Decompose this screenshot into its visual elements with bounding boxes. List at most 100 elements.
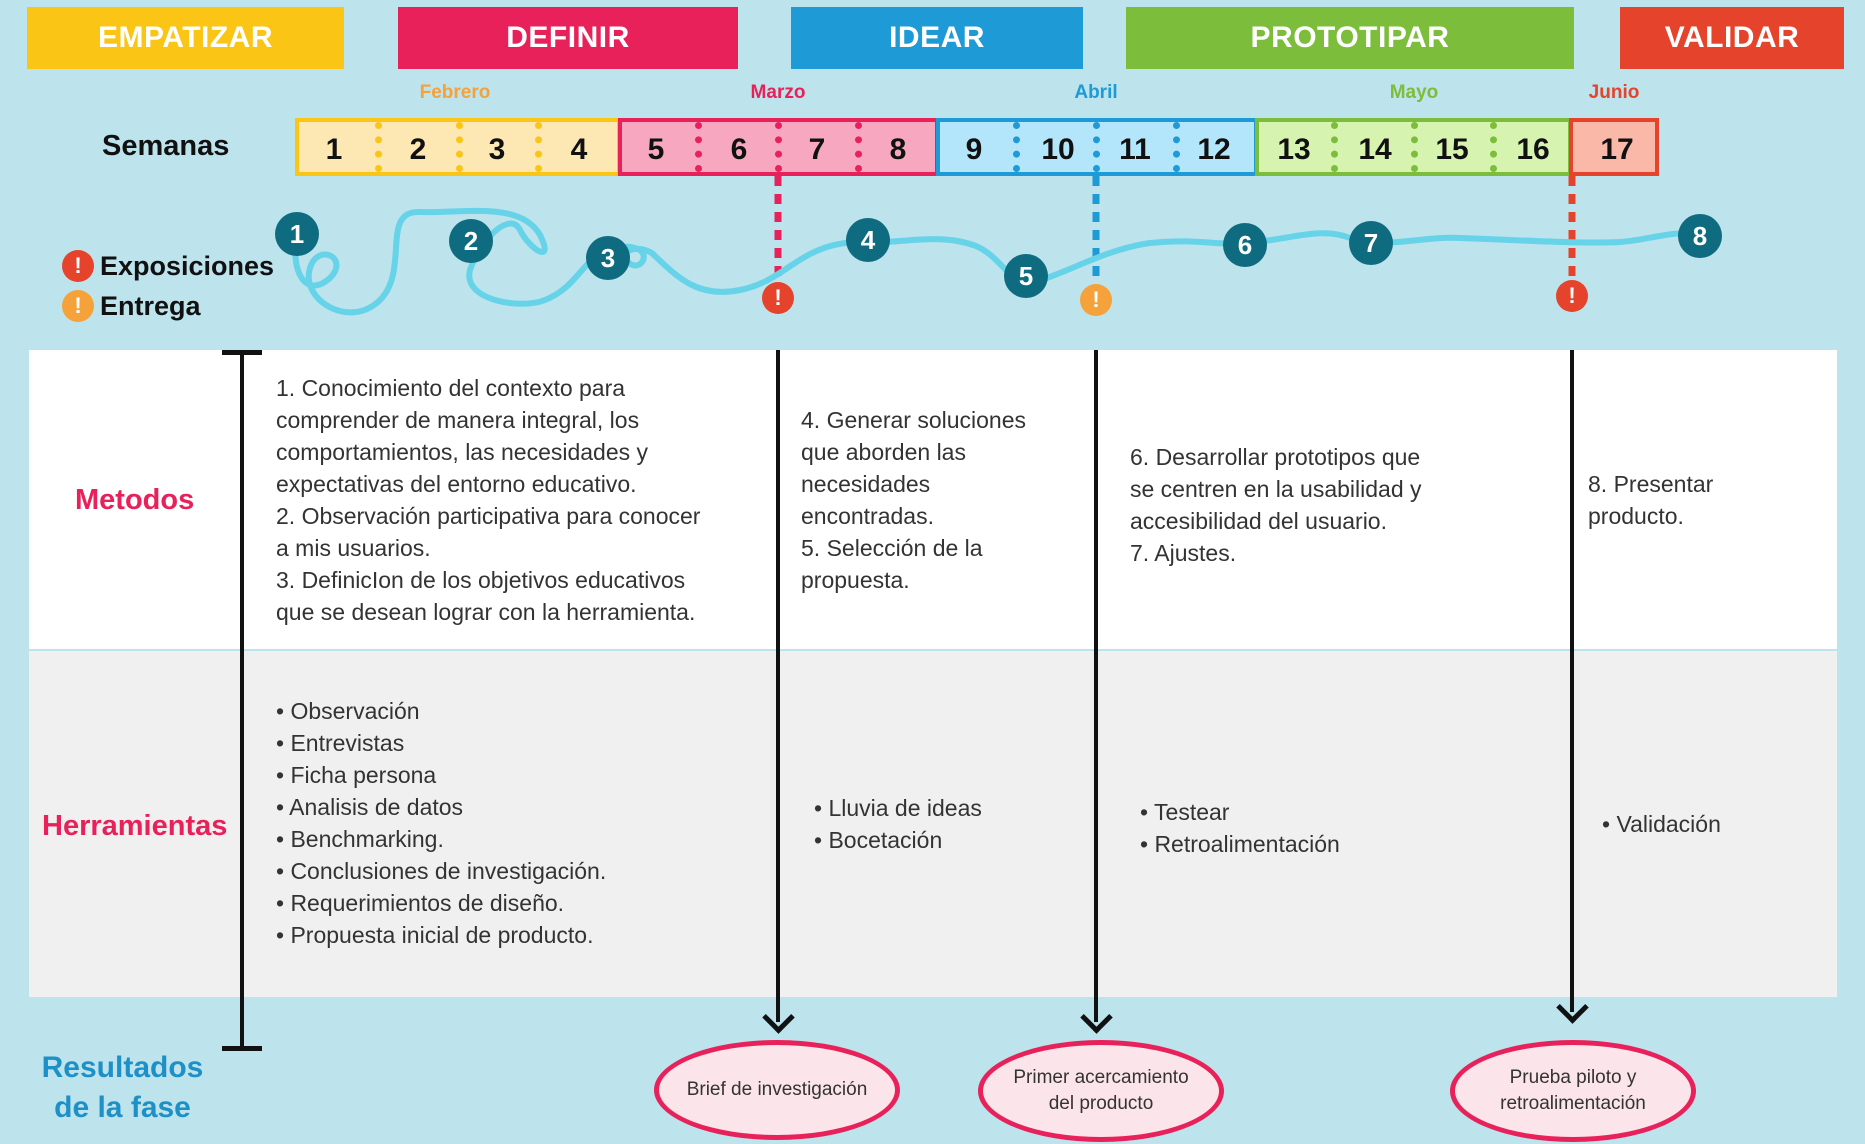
text-line: • Bocetación	[814, 827, 943, 853]
text-line: • Requerimientos de diseño.	[276, 890, 565, 916]
weeks-label: Semanas	[102, 130, 230, 162]
text-line: 7. Ajustes.	[1130, 540, 1237, 566]
legend-label: Entrega	[100, 290, 201, 321]
metodos-band	[29, 350, 1837, 651]
week-number: 15	[1435, 133, 1469, 166]
milestone-marker: 8	[1678, 214, 1722, 258]
milestone-marker: 6	[1223, 223, 1267, 267]
herramientas-cell-empatizar: • Observación • Entrevistas • Ficha pers…	[276, 695, 756, 951]
exposicion-alert-icon: !	[1556, 280, 1588, 312]
week-separator	[1490, 122, 1497, 172]
month-febrero: Febrero	[419, 82, 491, 103]
week-number: 14	[1358, 133, 1392, 166]
week-number: 12	[1197, 133, 1231, 166]
text-line: 4. Generar soluciones	[801, 407, 1027, 433]
text-line: • Benchmarking.	[276, 826, 444, 852]
herramientas-band	[29, 651, 1837, 997]
result-primer-acercamiento: Primer acercamiento del producto	[978, 1040, 1224, 1142]
week-separator	[775, 122, 782, 172]
milestone-marker: 3	[586, 236, 630, 280]
text-line: 8. Presentar	[1588, 471, 1714, 497]
week-separator	[456, 122, 463, 172]
phase-definir: DEFINIR	[398, 7, 738, 69]
herramientas-cell-idear: • Lluvia de ideas • Bocetación	[814, 792, 1074, 856]
text-line: encontradas.	[801, 503, 934, 529]
text-line: 2. Observación participativa para conoce…	[276, 503, 701, 529]
phase-validar: VALIDAR	[1620, 7, 1844, 69]
text-line: se centren en la usabilidad y	[1130, 476, 1422, 502]
text-line: • Conclusiones de investigación.	[276, 858, 607, 884]
milestone-marker: 4	[846, 218, 890, 262]
week-separator	[375, 122, 382, 172]
weeks-group-junio	[1569, 118, 1659, 176]
text-line: que aborden las	[801, 439, 966, 465]
text-line: que se desean lograr con la herramienta.	[276, 599, 696, 625]
text-line: 6. Desarrollar prototipos que	[1130, 444, 1421, 470]
arrow-line-brief	[776, 350, 780, 1022]
week-number: 2	[409, 133, 427, 166]
text-line: necesidades	[801, 471, 931, 497]
text-line: 3. DefinicIon de los objetivos educativo…	[276, 567, 686, 593]
week-number: 7	[808, 133, 826, 166]
week-number: 9	[965, 133, 983, 166]
row-label-resultados: Resultados de la fase	[41, 1051, 204, 1124]
text-line: 5. Selección de la	[801, 535, 983, 561]
arrow-line-piloto	[1570, 350, 1574, 1012]
bracket-cap-top	[222, 350, 262, 355]
milestone-marker: 2	[449, 219, 493, 263]
milestone-marker: 5	[1004, 254, 1048, 298]
text-line: propuesta.	[801, 567, 910, 593]
text-line: • Observación	[276, 698, 420, 724]
text-line: accesibilidad del usuario.	[1130, 508, 1387, 534]
herramientas-cell-validar: • Validación	[1602, 808, 1822, 840]
metodos-cell-prototipar: 6. Desarrollar prototipos que se centren…	[1130, 441, 1570, 569]
text-line: expectativas del entorno educativo.	[276, 471, 637, 497]
month-junio: Junio	[1588, 82, 1640, 103]
bracket-line	[240, 352, 244, 1050]
week-separator	[1173, 122, 1180, 172]
legend-entrega: ! Entrega	[62, 290, 201, 322]
week-separator	[855, 122, 862, 172]
phase-idear: IDEAR	[791, 7, 1083, 69]
result-prueba-piloto: Prueba piloto y retroalimentación	[1450, 1040, 1696, 1142]
herramientas-cell-prototipar: • Testear • Retroalimentación	[1140, 796, 1440, 860]
text-line: • Entrevistas	[276, 730, 405, 756]
week-separator	[1411, 122, 1418, 172]
text-line: • Ficha persona	[276, 762, 437, 788]
text-line: comportamientos, las necesidades y	[276, 439, 649, 465]
phase-prototipar: PROTOTIPAR	[1126, 7, 1574, 69]
month-marzo: Marzo	[750, 82, 806, 103]
metodos-cell-empatizar: 1. Conocimiento del contexto para compre…	[276, 372, 776, 628]
phase-empatizar: EMPATIZAR	[27, 7, 344, 69]
week-number: 13	[1277, 133, 1311, 166]
row-label-metodos: Metodos	[75, 484, 195, 516]
exposicion-alert-icon: !	[762, 282, 794, 314]
entrega-alert-icon: !	[1080, 284, 1112, 316]
entrega-alert-icon: !	[62, 290, 94, 322]
text-line: a mis usuarios.	[276, 535, 431, 561]
text-line: 1. Conocimiento del contexto para	[276, 375, 626, 401]
text-line: • Analisis de datos	[276, 794, 464, 820]
text-line: • Validación	[1602, 811, 1721, 837]
week-number: 6	[730, 133, 748, 166]
exposicion-alert-icon: !	[62, 250, 94, 282]
month-mayo: Mayo	[1389, 82, 1439, 103]
text-line: producto.	[1588, 503, 1684, 529]
week-number: 10	[1041, 133, 1075, 166]
week-number: 8	[889, 133, 907, 166]
metodos-cell-validar: 8. Presentar producto.	[1588, 468, 1828, 532]
week-separator	[1331, 122, 1338, 172]
week-separator	[1013, 122, 1020, 172]
week-number: 11	[1119, 133, 1151, 166]
week-number: 16	[1516, 133, 1550, 166]
metodos-cell-idear: 4. Generar soluciones que aborden las ne…	[801, 404, 1091, 596]
month-abril: Abril	[1074, 82, 1118, 103]
week-number: 17	[1600, 133, 1634, 166]
week-separator	[1093, 122, 1100, 172]
text-line: comprender de manera integral, los	[276, 407, 640, 433]
week-separator	[535, 122, 542, 172]
bracket-cap-bottom	[222, 1046, 262, 1051]
text-line: • Propuesta inicial de producto.	[276, 922, 594, 948]
week-number: 5	[647, 133, 665, 166]
legend-exposiciones: ! Exposiciones	[62, 250, 274, 282]
